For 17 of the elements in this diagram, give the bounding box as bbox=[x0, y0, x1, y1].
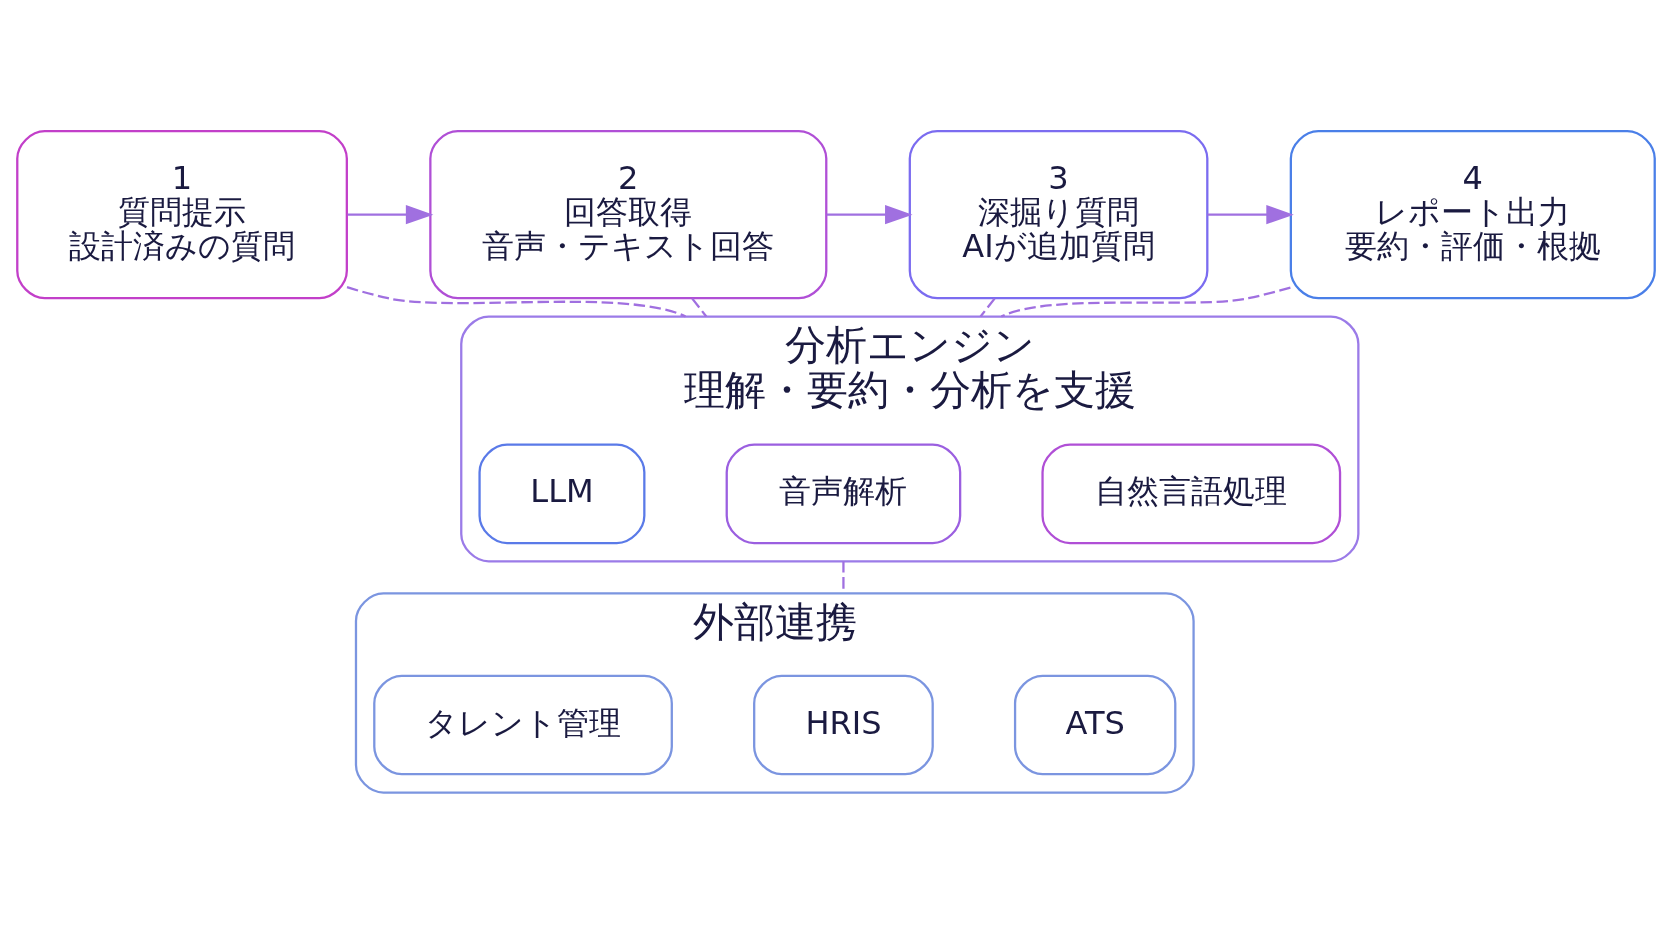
node-box: タレント管理 bbox=[373, 674, 673, 775]
node-box: 3 深掘り質問 AIが追加質問 bbox=[908, 129, 1209, 299]
node-box: 1 質問提示 設計済みの質問 bbox=[16, 129, 348, 299]
connector bbox=[346, 285, 686, 318]
connector bbox=[979, 297, 996, 317]
arrow bbox=[826, 204, 913, 224]
node-box: 4 レポート出力 要約・評価・根拠 bbox=[1289, 129, 1656, 299]
arrow bbox=[347, 204, 434, 224]
node-box: HRIS bbox=[753, 674, 934, 775]
node-box: ATS bbox=[1013, 674, 1177, 775]
arrow bbox=[1207, 204, 1294, 224]
node-box: LLM bbox=[478, 443, 646, 544]
connector bbox=[691, 297, 708, 317]
node-box: 自然言語処理 bbox=[1041, 443, 1342, 544]
node-box: 2 回答取得 音声・テキスト回答 bbox=[429, 129, 828, 299]
connector bbox=[1000, 286, 1291, 318]
node-box: 音声解析 bbox=[725, 443, 962, 544]
